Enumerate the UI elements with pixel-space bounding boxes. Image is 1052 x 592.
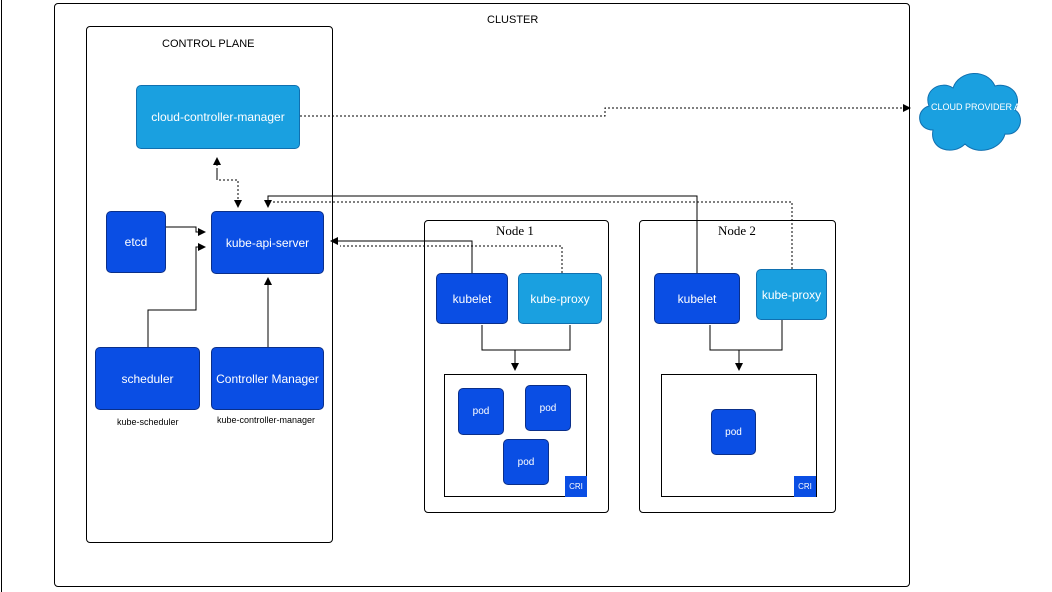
node1-pod-3-label: pod (517, 456, 535, 468)
node1-kube-proxy-label: kube-proxy (530, 291, 590, 306)
node1-pod-1-label: pod (472, 406, 490, 417)
node1-kube-proxy-box: kube-proxy (518, 273, 602, 324)
node1-pod-2: pod (525, 385, 571, 431)
node2-kubelet-box: kubelet (654, 273, 740, 324)
control-plane-label: CONTROL PLANE (162, 38, 255, 50)
cluster-container (54, 3, 910, 587)
scheduler-label: scheduler (121, 371, 174, 386)
cloud-controller-manager-box: cloud-controller-manager (136, 85, 300, 149)
cloud-icon (919, 73, 1021, 151)
etcd-box: etcd (106, 211, 166, 273)
node2-title: Node 2 (718, 223, 756, 238)
controller-manager-label: Controller Manager (216, 371, 319, 386)
kube-api-server-label: kube-api-server (225, 235, 310, 250)
controller-manager-box: Controller Manager (211, 347, 324, 410)
cluster-label: CLUSTER (487, 14, 539, 26)
cloud-controller-manager-label: cloud-controller-manager (151, 110, 285, 124)
scheduler-caption: kube-scheduler (117, 417, 179, 427)
node2-cri-badge: CRI (794, 476, 816, 497)
node2-kube-proxy-box: kube-proxy (756, 269, 827, 320)
etcd-label: etcd (124, 235, 148, 249)
cloud-provider-label: CLOUD PROVIDER API (931, 102, 1029, 112)
node2-container (639, 220, 836, 513)
node1-pod-3: pod (503, 439, 549, 485)
node1-title: Node 1 (496, 223, 534, 238)
node2-kube-proxy-label: kube-proxy (761, 287, 822, 302)
node1-container (424, 220, 609, 513)
node2-pod-1: pod (711, 409, 756, 455)
node1-pod-1: pod (458, 388, 504, 435)
controller-manager-caption: kube-controller-manager (217, 415, 316, 425)
node1-cri-label: CRI (569, 482, 583, 491)
control-plane-container (86, 26, 333, 543)
node1-kubelet-label: kubelet (452, 291, 492, 306)
node2-pod-1-label: pod (725, 426, 742, 438)
node2-cri-label: CRI (798, 482, 812, 491)
node1-kubelet-box: kubelet (436, 273, 508, 324)
node1-cri-badge: CRI (565, 476, 587, 497)
scheduler-box: scheduler (95, 347, 200, 410)
node1-pod-2-label: pod (539, 402, 557, 414)
kube-api-server-box: kube-api-server (211, 211, 324, 274)
node2-kubelet-label: kubelet (677, 291, 717, 306)
